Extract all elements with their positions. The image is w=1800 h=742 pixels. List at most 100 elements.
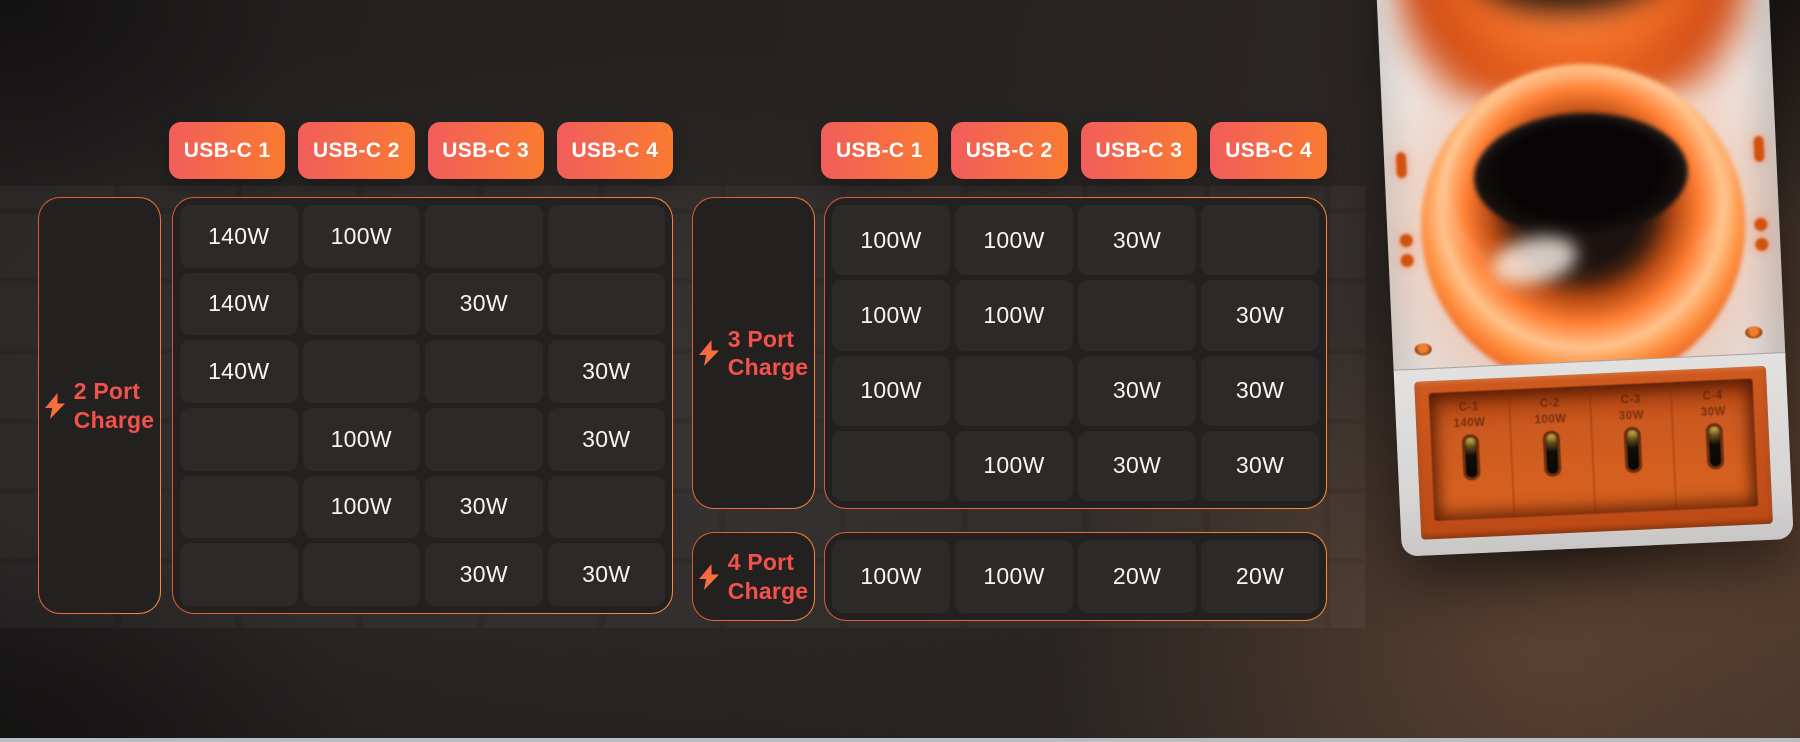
power-cell bbox=[1201, 205, 1319, 276]
usb-c-2-header-pill: USB-C 2 bbox=[950, 122, 1068, 179]
power-cell bbox=[425, 205, 543, 268]
power-cell: 30W bbox=[1201, 430, 1319, 501]
lightning-icon bbox=[698, 340, 719, 366]
power-cell bbox=[425, 408, 543, 471]
usb-c-port-3: C-3 30W bbox=[1590, 382, 1678, 514]
power-cell: 30W bbox=[425, 272, 543, 336]
four-port-charge-label: 4 Port Charge bbox=[698, 548, 809, 604]
charger-product-photo: C-1 140W C-2 100W C-3 bbox=[1374, 0, 1794, 557]
usb-c-slot-icon bbox=[1626, 429, 1640, 471]
lightning-icon bbox=[44, 392, 65, 419]
usb-c-port-2: C-2 100W bbox=[1509, 385, 1597, 518]
power-cell: 30W bbox=[1078, 355, 1196, 426]
power-cell: 20W bbox=[1201, 540, 1319, 613]
lightning-icon bbox=[698, 563, 719, 590]
usb-c-port-1: C-1 140W bbox=[1428, 389, 1516, 522]
power-cell bbox=[180, 475, 298, 539]
indicator-dot bbox=[1754, 217, 1768, 232]
four-port-table: 100W 100W 20W 20W bbox=[824, 532, 1327, 621]
port-power: 140W bbox=[1453, 416, 1486, 430]
power-cell: 30W bbox=[547, 408, 665, 471]
port-name: C-3 bbox=[1620, 393, 1641, 407]
four-port-charge-label-box: 4 Port Charge bbox=[692, 532, 815, 621]
power-cell: 100W bbox=[832, 540, 950, 613]
usb-c-port-4: C-4 30W bbox=[1671, 379, 1758, 511]
power-cell bbox=[547, 272, 665, 336]
power-cell: 100W bbox=[955, 205, 1073, 276]
port-name: C-2 bbox=[1539, 397, 1561, 411]
power-cell: 140W bbox=[180, 205, 298, 268]
power-cell: 30W bbox=[547, 340, 665, 403]
usb-c-1-header-pill: USB-C 1 bbox=[821, 122, 938, 179]
two-port-header-row: USB-C 1 USB-C 2 USB-C 3 USB-C 4 bbox=[169, 122, 673, 179]
power-cell bbox=[955, 355, 1073, 426]
power-cell bbox=[180, 408, 298, 471]
port-power: 30W bbox=[1700, 405, 1727, 419]
usb-c-3-header-pill: USB-C 3 bbox=[1080, 122, 1198, 179]
power-cell: 100W bbox=[832, 355, 950, 426]
power-cell: 140W bbox=[180, 340, 298, 403]
power-cell bbox=[302, 340, 420, 403]
power-cell bbox=[547, 205, 665, 268]
screw-dot bbox=[1414, 343, 1432, 356]
two-port-table: 140W 100W 140W 30W 140W 30W 100W 30W 100… bbox=[172, 197, 673, 614]
page-section-divider bbox=[0, 738, 1800, 742]
power-cell bbox=[180, 543, 298, 606]
charge-label-line2: Charge bbox=[73, 406, 155, 433]
power-cell: 30W bbox=[1078, 205, 1196, 276]
power-cell: 30W bbox=[1201, 280, 1319, 351]
power-cell: 100W bbox=[302, 205, 420, 268]
usb-c-slot-icon bbox=[1545, 433, 1559, 474]
charge-label-line1: 4 Port bbox=[727, 549, 795, 576]
power-cell: 100W bbox=[832, 205, 950, 276]
power-cell bbox=[547, 475, 665, 539]
power-cell bbox=[1078, 280, 1196, 351]
power-cell bbox=[302, 543, 420, 606]
charge-label-line1: 3 Port bbox=[727, 325, 795, 352]
port-name: C-4 bbox=[1702, 389, 1723, 403]
power-cell: 20W bbox=[1078, 540, 1196, 613]
port-name: C-1 bbox=[1458, 400, 1480, 414]
power-cell: 100W bbox=[955, 540, 1073, 613]
usb-c-4-header-pill: USB-C 4 bbox=[556, 122, 673, 179]
usb-c-1-header-pill: USB-C 1 bbox=[169, 122, 286, 179]
screw-dot bbox=[1745, 326, 1763, 339]
usb-port-face: C-1 140W C-2 100W C-3 bbox=[1393, 351, 1794, 557]
charge-label-line2: Charge bbox=[727, 354, 809, 380]
three-port-table: 100W 100W 30W 100W 100W 30W 100W 30W 30W… bbox=[824, 197, 1327, 509]
usb-c-3-header-pill: USB-C 3 bbox=[427, 122, 544, 179]
port-power: 100W bbox=[1534, 412, 1567, 426]
power-cell: 100W bbox=[302, 408, 420, 471]
usb-c-slot-icon bbox=[1708, 426, 1722, 467]
port-power: 30W bbox=[1618, 408, 1645, 423]
three-port-header-row: USB-C 1 USB-C 2 USB-C 3 USB-C 4 bbox=[821, 122, 1327, 179]
usb-c-slot-icon bbox=[1464, 437, 1478, 478]
power-cell bbox=[832, 430, 950, 501]
two-port-charge-label-box: 2 Port Charge bbox=[38, 197, 161, 614]
power-cell: 100W bbox=[302, 475, 420, 539]
glowing-outlet-dome bbox=[1414, 56, 1753, 396]
three-port-charge-label: 3 Port Charge bbox=[698, 325, 809, 381]
power-cell: 100W bbox=[955, 280, 1073, 351]
charge-label-line2: Charge bbox=[727, 577, 809, 604]
charge-label-line1: 2 Port bbox=[73, 378, 141, 405]
indicator-dot bbox=[1755, 237, 1769, 252]
indicator-dot bbox=[1400, 253, 1414, 268]
power-cell: 30W bbox=[425, 543, 543, 606]
power-cell: 140W bbox=[180, 272, 298, 336]
power-cell: 30W bbox=[1201, 355, 1319, 426]
two-port-charge-label: 2 Port Charge bbox=[44, 377, 155, 433]
usb-c-4-header-pill: USB-C 4 bbox=[1210, 122, 1327, 179]
power-cell bbox=[425, 340, 543, 403]
indicator-dot bbox=[1753, 135, 1765, 163]
power-cell: 30W bbox=[1078, 430, 1196, 501]
usb-c-2-header-pill: USB-C 2 bbox=[298, 122, 415, 179]
indicator-dot bbox=[1399, 233, 1414, 248]
indicator-dot bbox=[1395, 151, 1407, 179]
power-cell: 30W bbox=[425, 475, 543, 539]
three-port-charge-label-box: 3 Port Charge bbox=[692, 197, 815, 509]
power-cell: 30W bbox=[547, 543, 665, 606]
power-cell: 100W bbox=[832, 280, 950, 351]
power-cell bbox=[302, 272, 420, 336]
